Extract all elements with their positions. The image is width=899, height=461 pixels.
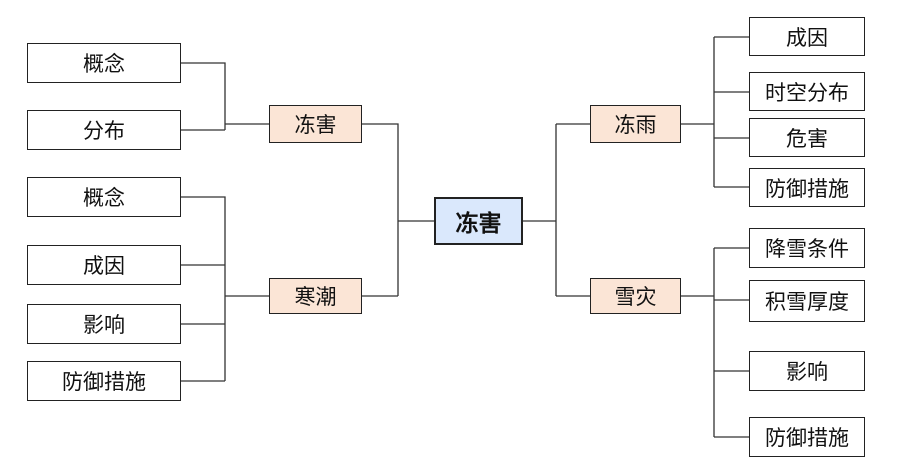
leaf-freezing-rain-harm: 危害: [749, 118, 865, 157]
leaf-freeze-damage-concept: 概念: [27, 43, 181, 83]
connector-left-cold-wave: [180, 196, 270, 382]
connector-root-to-right: [522, 123, 591, 297]
leaf-snow-depth: 积雪厚度: [749, 280, 865, 322]
connector-left-to-root: [361, 123, 434, 297]
branch-freezing-rain: 冻雨: [590, 105, 681, 143]
branch-snow-disaster: 雪灾: [590, 278, 681, 314]
leaf-cold-wave-impact: 影响: [27, 304, 181, 344]
connector-left-freeze-damage: [180, 62, 270, 131]
leaf-cold-wave-cause: 成因: [27, 245, 181, 285]
leaf-freezing-rain-distribution: 时空分布: [749, 72, 865, 111]
connector-right-snow-disaster: [680, 247, 749, 438]
leaf-freeze-damage-distribution: 分布: [27, 110, 181, 150]
branch-cold-wave: 寒潮: [269, 278, 362, 314]
leaf-freezing-rain-cause: 成因: [749, 17, 865, 56]
branch-freeze-damage: 冻害: [269, 105, 362, 143]
leaf-snow-impact: 影响: [749, 351, 865, 391]
leaf-cold-wave-concept: 概念: [27, 177, 181, 217]
leaf-snow-condition: 降雪条件: [749, 228, 865, 268]
leaf-freezing-rain-defense: 防御措施: [749, 168, 865, 207]
leaf-cold-wave-defense: 防御措施: [27, 361, 181, 401]
root-node: 冻害: [434, 197, 523, 245]
leaf-snow-defense: 防御措施: [749, 417, 865, 457]
connector-right-freezing-rain: [680, 36, 749, 188]
